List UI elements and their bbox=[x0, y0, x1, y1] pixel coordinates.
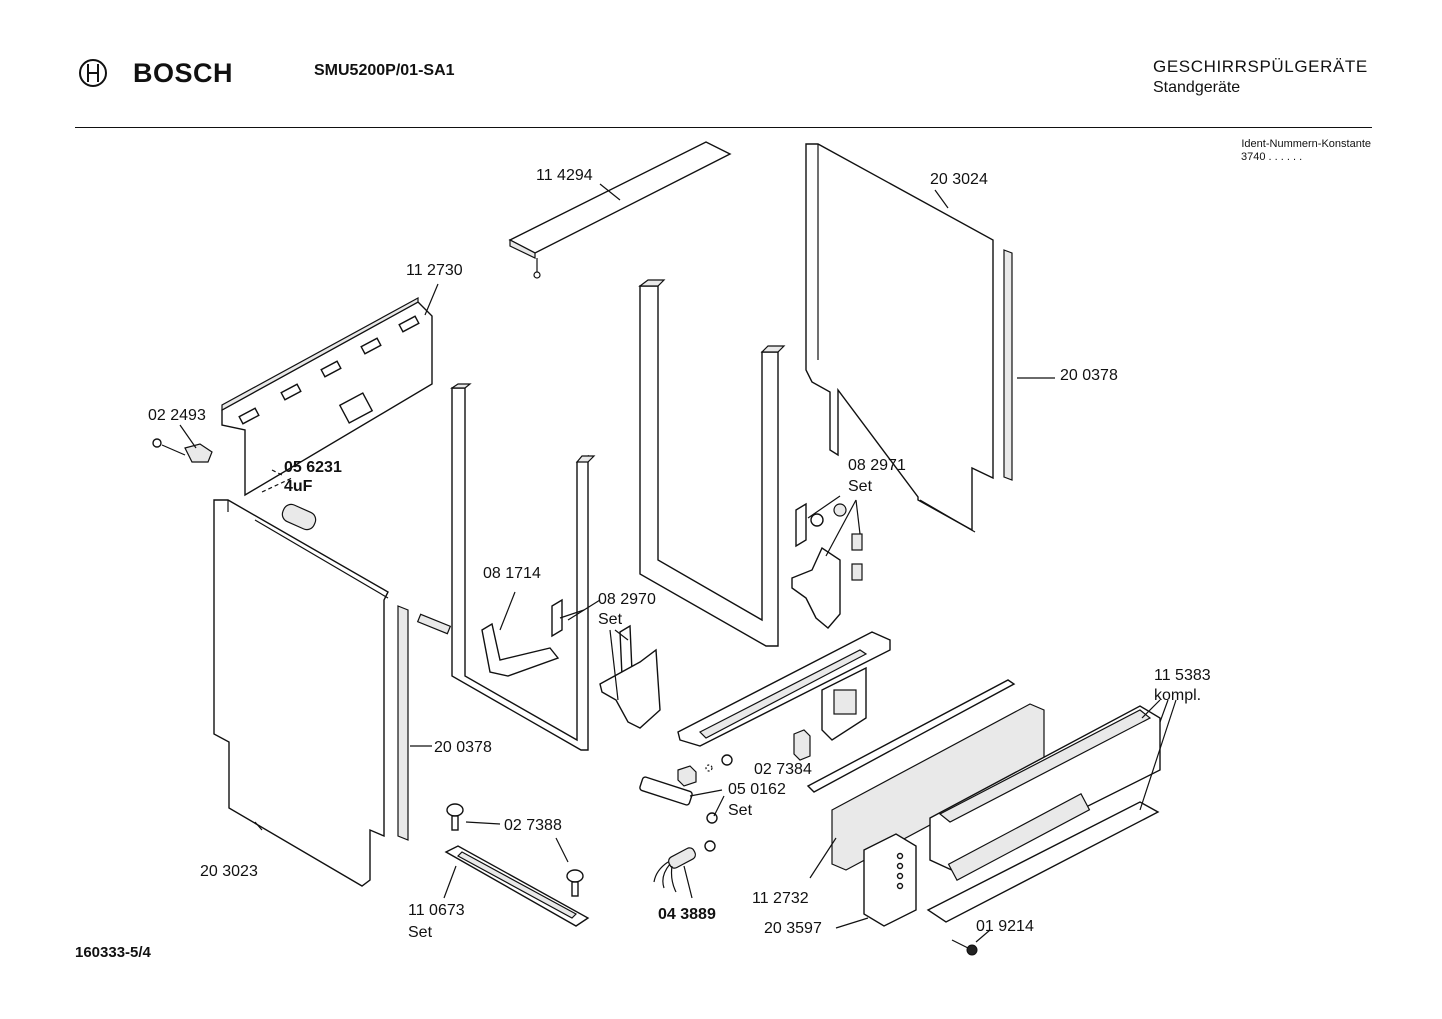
part-20-0378-right-seal bbox=[1003, 249, 1055, 481]
part-label-20-0378-right: 20 0378 bbox=[1060, 367, 1118, 384]
brand-name: BOSCH bbox=[133, 58, 234, 88]
part-note-05-0162: Set bbox=[728, 802, 753, 819]
part-02-2493-screw-clip bbox=[152, 424, 213, 463]
part-label-08-1714: 08 1714 bbox=[483, 565, 541, 582]
part-label-11-2730: 11 2730 bbox=[406, 262, 463, 279]
ident-number-value: 3740 . . . . . . bbox=[1241, 151, 1303, 163]
part-label-20-3023: 20 3023 bbox=[200, 863, 258, 880]
category-title: GESCHIRRSPÜLGERÄTE bbox=[1153, 57, 1368, 76]
part-08-2971-hinge-set bbox=[791, 495, 863, 629]
part-02-7384-block bbox=[793, 729, 811, 761]
part-label-20-3024: 20 3024 bbox=[930, 171, 988, 188]
part-20-3024-rear-panel bbox=[805, 143, 994, 533]
part-label-08-2970: 08 2970 bbox=[598, 591, 656, 608]
part-base-rail bbox=[677, 631, 891, 747]
leader-08-2970 bbox=[559, 609, 585, 619]
part-label-11-0673: 11 0673 bbox=[408, 902, 465, 919]
header-divider bbox=[75, 127, 1372, 128]
part-note-11-5383: kompl. bbox=[1154, 687, 1201, 704]
part-20-0378-left-seal bbox=[397, 605, 432, 841]
ident-number-label: Ident-Nummern-Konstante bbox=[1241, 138, 1371, 150]
part-label-05-6231: 05 6231 bbox=[284, 459, 342, 476]
bosch-armature-logo-icon bbox=[79, 59, 107, 87]
part-label-11-4294: 11 4294 bbox=[536, 167, 593, 184]
part-note-08-2970: Set bbox=[598, 611, 623, 628]
part-label-20-3597: 20 3597 bbox=[764, 920, 822, 937]
part-note-05-6231: 4uF bbox=[284, 478, 313, 495]
part-01-9214-screw bbox=[951, 929, 991, 956]
part-label-08-2971: 08 2971 bbox=[848, 457, 906, 474]
document-number: 160333-5/4 bbox=[75, 944, 151, 961]
part-left-door-frame bbox=[450, 383, 596, 751]
part-label-20-0378-left: 20 0378 bbox=[434, 739, 492, 756]
part-label-02-7388: 02 7388 bbox=[504, 817, 562, 834]
model-number: SMU5200P/01-SA1 bbox=[314, 62, 455, 79]
part-08-2970-hinge-set bbox=[551, 598, 661, 729]
part-02-7388-feet bbox=[446, 803, 584, 897]
part-05-6231-capacitor bbox=[261, 469, 317, 531]
part-11-2730-bracket bbox=[221, 283, 439, 497]
part-05-0162-handle-set bbox=[639, 754, 733, 824]
part-20-3597-side-box bbox=[835, 833, 917, 929]
part-note-08-2971: Set bbox=[848, 478, 873, 495]
part-label-04-3889: 04 3889 bbox=[658, 906, 716, 923]
part-note-11-0673: Set bbox=[408, 924, 433, 941]
part-center-door-frame bbox=[638, 279, 786, 647]
part-11-0673-foot-rail bbox=[443, 845, 590, 927]
part-label-11-5383: 11 5383 bbox=[1154, 667, 1211, 684]
part-08-1714-rod bbox=[481, 591, 560, 677]
part-label-02-7384: 02 7384 bbox=[754, 761, 812, 778]
part-label-11-2732: 11 2732 bbox=[752, 890, 809, 907]
part-20-3023-door-panel bbox=[213, 499, 452, 887]
part-label-02-2493: 02 2493 bbox=[148, 407, 206, 424]
part-label-05-0162: 05 0162 bbox=[728, 781, 786, 798]
part-11-4294-top-strip bbox=[508, 141, 732, 279]
part-bottom-rail bbox=[806, 679, 1016, 793]
part-label-01-9214: 01 9214 bbox=[976, 918, 1034, 935]
part-11-5383-control-panel bbox=[926, 699, 1177, 923]
category-subtitle: Standgeräte bbox=[1153, 79, 1241, 96]
part-04-3889-cable-plug bbox=[653, 840, 716, 899]
